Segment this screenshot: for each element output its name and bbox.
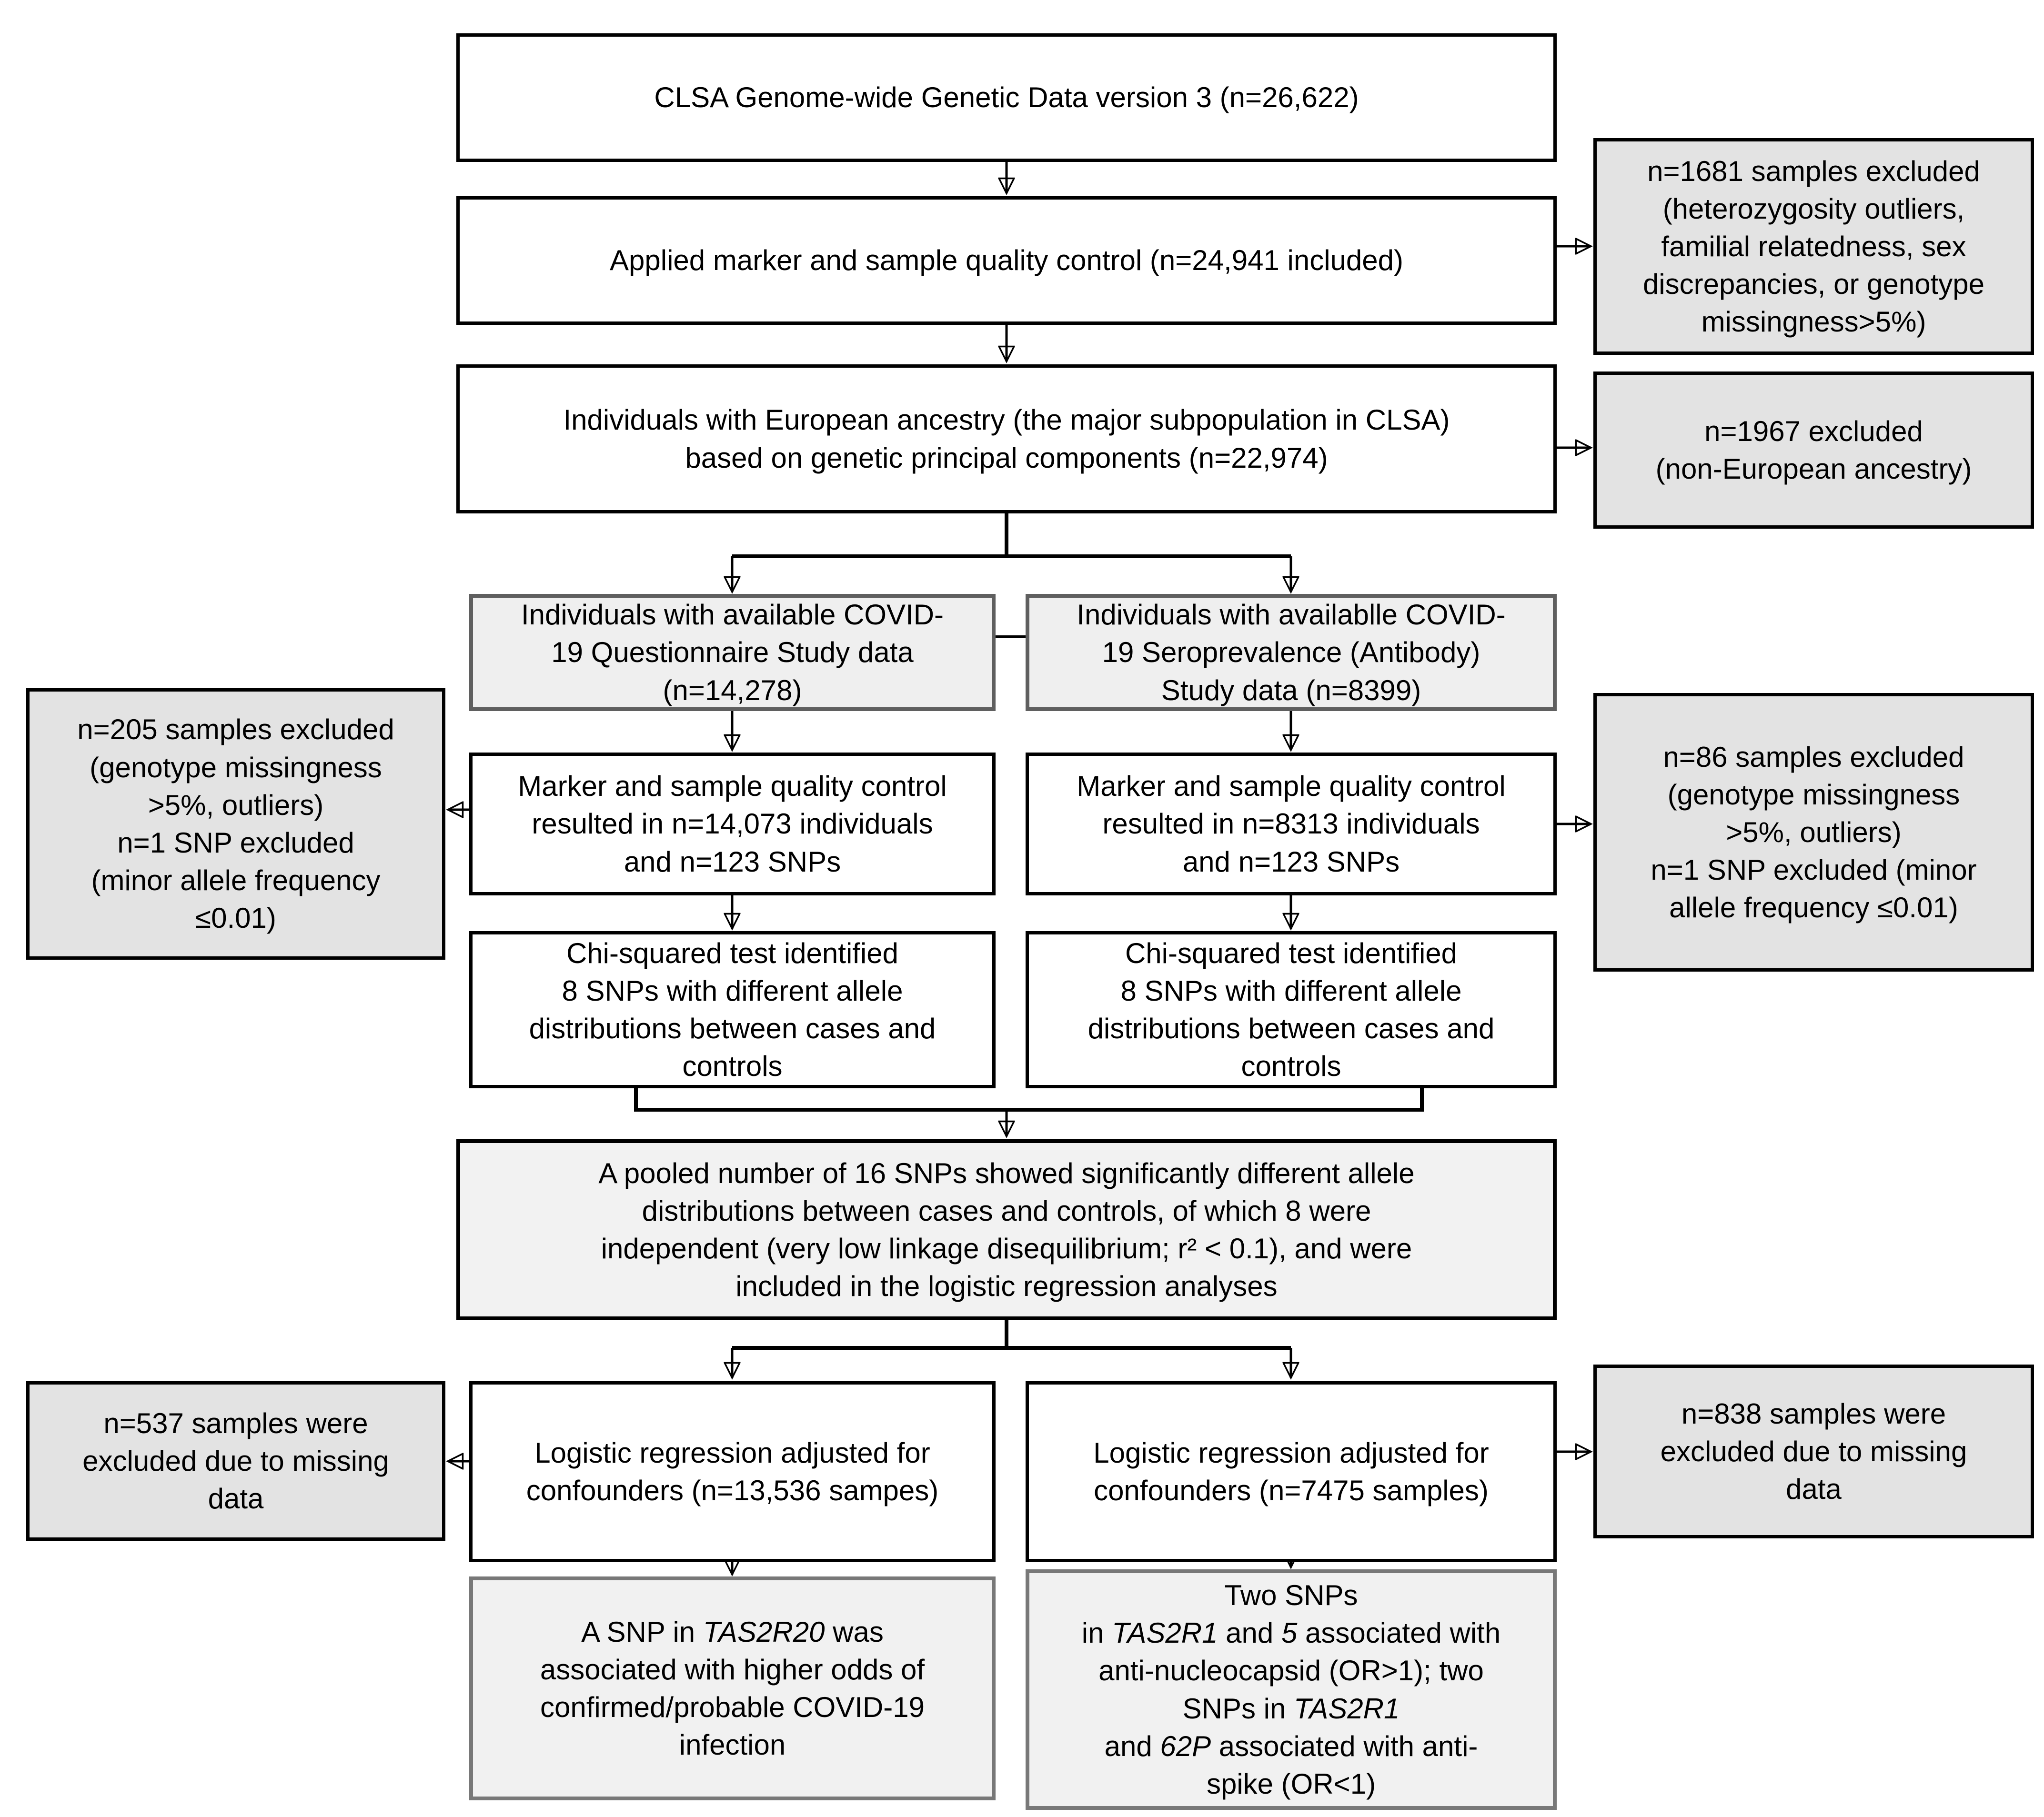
box-chisq-seroprevalence: Chi-squared test identified 8 SNPs with … xyxy=(1026,931,1557,1088)
box-clsa-source: CLSA Genome-wide Genetic Data version 3 … xyxy=(456,33,1557,162)
box-qc-questionnaire: Marker and sample quality control result… xyxy=(469,753,996,895)
box-logreg-seroprevalence: Logistic regression adjusted for confoun… xyxy=(1026,1381,1557,1562)
box-result-tas2r1: Two SNPs in TAS2R1 and 5 associated with… xyxy=(1026,1569,1557,1810)
box-marker-sample-qc: Applied marker and sample quality contro… xyxy=(456,196,1557,325)
box-excluded-205: n=205 samples excluded (genotype missing… xyxy=(26,688,445,960)
box-seroprevalence-study: Individuals with availablle COVID- 19 Se… xyxy=(1026,594,1557,711)
box-qc-seroprevalence: Marker and sample quality control result… xyxy=(1026,753,1557,895)
box-european-ancestry: Individuals with European ancestry (the … xyxy=(456,364,1557,513)
box-excluded-537: n=537 samples were excluded due to missi… xyxy=(26,1381,445,1541)
box-chisq-questionnaire: Chi-squared test identified 8 SNPs with … xyxy=(469,931,996,1088)
box-logreg-questionnaire: Logistic regression adjusted for confoun… xyxy=(469,1381,996,1562)
box-excluded-1681: n=1681 samples excluded (heterozygosity … xyxy=(1593,138,2034,355)
box-result-tas2r20: A SNP in TAS2R20 was associated with hig… xyxy=(469,1576,996,1800)
box-excluded-1967: n=1967 excluded (non-European ancestry) xyxy=(1593,371,2034,529)
box-excluded-838: n=838 samples were excluded due to missi… xyxy=(1593,1365,2034,1538)
box-excluded-86: n=86 samples excluded (genotype missingn… xyxy=(1593,693,2034,972)
box-pooled-snps: A pooled number of 16 SNPs showed signif… xyxy=(456,1139,1557,1320)
box-questionnaire-study: Individuals with available COVID- 19 Que… xyxy=(469,594,996,711)
